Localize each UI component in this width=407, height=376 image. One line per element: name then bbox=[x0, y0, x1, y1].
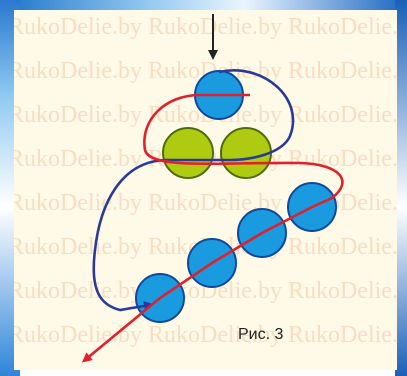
figure-caption: Рис. 3 bbox=[238, 326, 284, 343]
bead-green-left bbox=[162, 127, 214, 179]
decorative-frame-right bbox=[395, 0, 407, 376]
red-thread bbox=[81, 93, 344, 363]
bead-green-right bbox=[220, 127, 272, 179]
figure-panel bbox=[14, 10, 397, 370]
